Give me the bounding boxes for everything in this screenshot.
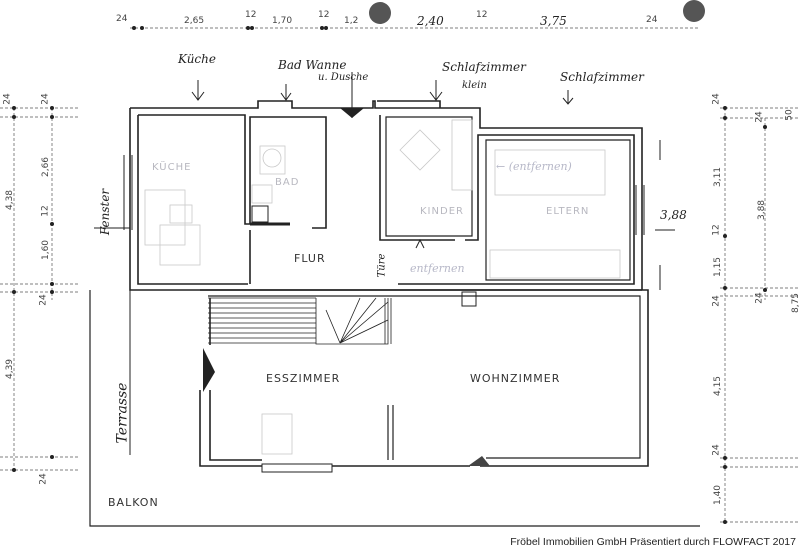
dim-top-12a: 12 (245, 10, 257, 20)
footer-credit: Fröbel Immobilien GmbH Präsentiert durch… (510, 536, 796, 548)
lower-outer-wall (200, 289, 649, 467)
dim-top-12: 1,2 (344, 16, 359, 26)
dim-right-outer-50: 50 (784, 109, 795, 121)
room-label-bad: BAD (275, 177, 300, 188)
dim-right-415: 4,15 (713, 375, 724, 397)
room-label-balkon: BALKON (108, 496, 159, 509)
note-width-388: 3,88 (660, 208, 687, 222)
room-label-kinder: KINDER (420, 206, 464, 217)
dim-left-inner-266: 2,66 (41, 156, 52, 178)
room-label-kueche: KÜCHE (152, 162, 192, 173)
note-entfernen-eltern: ← (entfernen) (496, 160, 572, 173)
dim-left-438: 4,38 (5, 189, 16, 211)
dim-right-outer-24: 24 (754, 111, 765, 123)
dim-right-311: 3,11 (713, 166, 724, 188)
note-kueche: Küche (178, 52, 216, 66)
bedroom-walls (379, 115, 635, 285)
note-bad-dusche: u. Dusche (318, 72, 369, 83)
note-terrasse: Terrasse (114, 382, 131, 444)
dim-right-140: 1,40 (713, 484, 724, 506)
room-label-wohnzimmer: WOHNZIMMER (470, 372, 561, 385)
scan-hole-left (369, 2, 391, 24)
dim-top-12b: 12 (318, 10, 330, 20)
room-label-esszimmer: ESSZIMMER (266, 372, 341, 385)
note-fenster: Fenster (98, 188, 113, 236)
dim-top-170: 1,70 (272, 16, 293, 26)
dim-left-inner-24: 24 (40, 93, 51, 105)
balcony-outline (89, 290, 700, 527)
dim-top-265: 2,65 (184, 16, 205, 26)
dim-left-24b: 24 (38, 294, 49, 306)
note-top-375: 3,75 (540, 14, 567, 28)
dim-top-24b: 24 (646, 15, 658, 25)
note-schlafzimmer-klein: Schlafzimmer (442, 60, 526, 74)
note-tuere: Türe (376, 253, 388, 278)
dim-right-24c: 24 (711, 444, 722, 456)
room-label-eltern: ELTERN (546, 206, 590, 217)
note-schlafzimmer: Schlafzimmer (560, 70, 644, 84)
dim-right-24a: 24 (711, 93, 722, 105)
dim-right-115: 1,15 (713, 256, 724, 278)
dim-top-12c: 12 (476, 10, 488, 20)
dim-right-outer-24b: 24 (754, 292, 765, 304)
bath-wall (138, 114, 327, 284)
scan-hole-right (683, 0, 705, 22)
note-bad-wanne: Bad Wanne (278, 58, 347, 72)
dim-left-24a: 24 (2, 93, 13, 105)
dim-left-24c: 24 (38, 473, 49, 485)
note-entfernen-flur: entfernen (410, 262, 465, 275)
dim-right-outer-875: 8,75 (791, 292, 800, 314)
note-schlafzimmer-klein-2: klein (462, 80, 487, 91)
dim-left-inner-160: 1,60 (41, 239, 52, 261)
room-label-flur: FLUR (294, 252, 326, 265)
upper-outer-wall (130, 100, 643, 290)
dim-right-24b: 24 (711, 295, 722, 307)
note-top-240: 2,40 (417, 14, 444, 28)
dim-right-12: 12 (711, 224, 722, 236)
dim-left-inner-12: 12 (40, 205, 51, 217)
dim-left-439: 4,39 (5, 358, 16, 380)
dim-right-outer-388: 3,88 (757, 199, 768, 221)
dim-top-24a: 24 (116, 14, 128, 24)
